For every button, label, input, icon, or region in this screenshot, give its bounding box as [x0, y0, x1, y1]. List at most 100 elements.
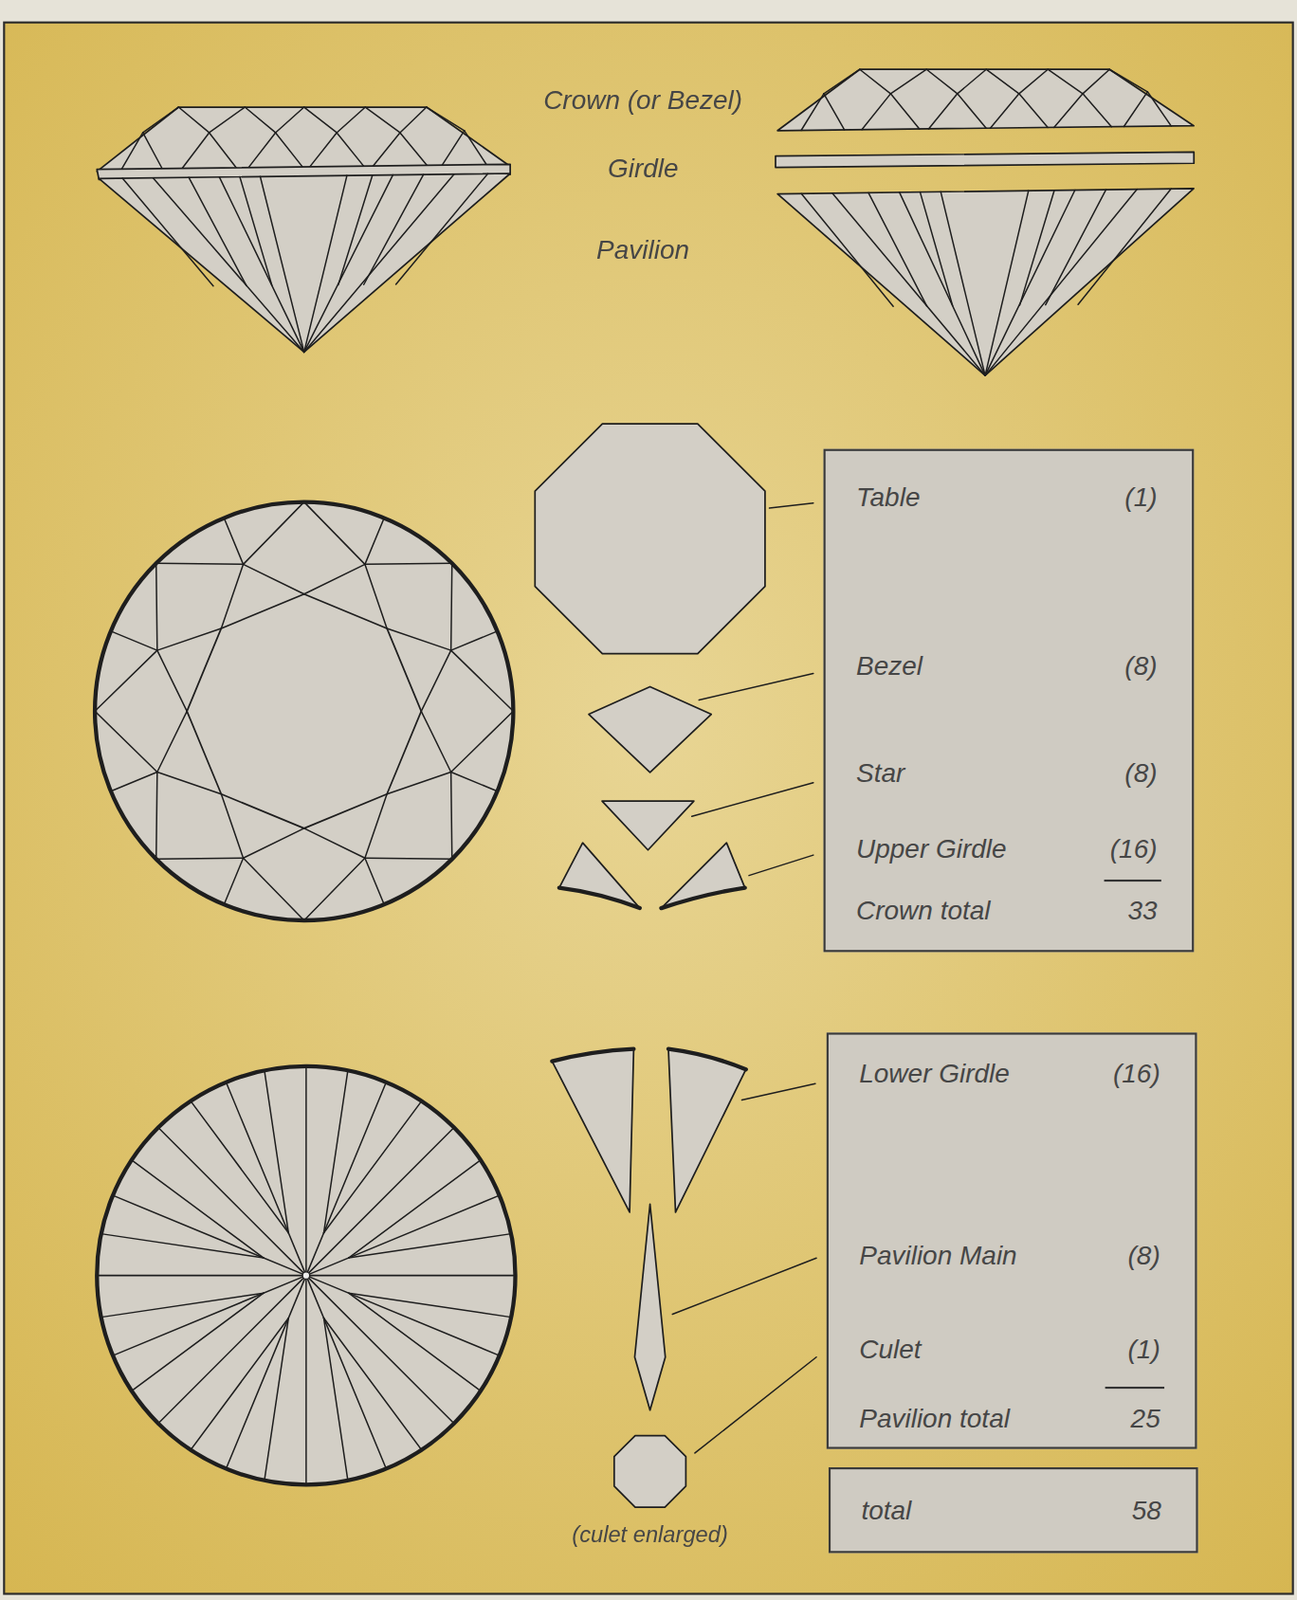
facet-name: total	[860, 1495, 912, 1528]
crown-facet-line	[365, 794, 387, 859]
crown-facet-line	[143, 107, 180, 133]
pavilion-facet-line	[306, 1276, 500, 1356]
pavilion-facet-line	[131, 1293, 264, 1391]
crown-facet-line	[464, 130, 489, 167]
crown-facet-line	[386, 628, 452, 651]
leader-line	[694, 1357, 817, 1454]
crown-facet-line	[304, 502, 366, 566]
crown-facet-line	[157, 711, 187, 772]
crown-facet-line	[156, 563, 244, 565]
pavilion-facet-line	[323, 1070, 348, 1233]
crown-facet-line	[1082, 93, 1112, 128]
facet-count: 58	[1132, 1495, 1162, 1528]
crown-facet-line	[1123, 91, 1148, 128]
crown-facet-line	[451, 772, 453, 860]
girdle-outline	[94, 502, 513, 921]
crown-facet-line	[1047, 69, 1083, 94]
crown-facet-line	[308, 132, 337, 169]
diamond-exploded-view	[775, 69, 1194, 376]
crown-facet-line	[223, 858, 243, 905]
lower-girdle-shape	[551, 1049, 634, 1213]
crown-facet-line	[336, 132, 366, 168]
crown-facet-line	[371, 132, 401, 168]
crown-facet-line	[451, 563, 453, 651]
pavilion-facet-line	[348, 1293, 481, 1391]
crown-facet-line	[181, 132, 210, 171]
leader-line	[672, 1258, 817, 1315]
pavilion-facet-line	[801, 193, 894, 307]
pavilion-facet-line	[122, 178, 214, 287]
pavilion-facet-line	[225, 1276, 306, 1470]
pavilion-facet-line	[264, 1317, 289, 1480]
pavilion-facet-line	[305, 1276, 307, 1486]
girdle-edge	[551, 1049, 634, 1062]
crown-facet-line	[243, 502, 305, 566]
crown-facet-line	[246, 132, 275, 170]
crown-facet-line	[243, 828, 305, 859]
facet-count: (8)	[1128, 1240, 1161, 1273]
pavilion-facet-line	[323, 1317, 348, 1480]
facet-name: Pavilion Main	[858, 1240, 1017, 1273]
crown-facet-line	[1054, 93, 1083, 128]
pavilion-facet-line	[112, 1195, 307, 1276]
pavilion-facet-line	[96, 1275, 307, 1277]
star-shape	[602, 801, 695, 851]
pavilion-facet-line	[1077, 188, 1171, 305]
facet-name: Pavilion total	[858, 1403, 1010, 1436]
pavilion-facet-line	[101, 1293, 264, 1317]
facet-count: (8)	[1124, 757, 1157, 790]
facet-name: Star	[856, 757, 905, 790]
crown-facet-line	[275, 132, 305, 169]
culet-point	[302, 1272, 311, 1280]
facet-name: Crown total	[856, 895, 991, 928]
crown-facet-line	[304, 828, 366, 859]
crown-facet-line	[275, 107, 305, 133]
crown-facet-line	[451, 772, 498, 792]
crown-facet-line	[220, 794, 243, 859]
crown-facet-line	[157, 628, 222, 651]
facet-count-table: Table(1)Bezel(8)Star(8)Upper Girdle(16)C…	[823, 449, 1195, 953]
facet-count: (16)	[1110, 834, 1158, 867]
pavilion-facet-line	[868, 192, 928, 307]
pavilion-facet-line	[188, 177, 247, 286]
crown-facet-line	[94, 650, 158, 712]
pavilion-outline	[98, 173, 511, 352]
table-shape	[534, 423, 766, 655]
facet-name: Bezel	[856, 650, 923, 683]
crown-facet-line	[1109, 69, 1148, 92]
pavilion-facet-line	[304, 174, 455, 353]
pavilion-facet-line	[1045, 189, 1107, 306]
culet-shape	[614, 1436, 687, 1509]
facet-count: 33	[1127, 895, 1157, 928]
crown-facet-line	[336, 107, 366, 133]
pavilion-facet-line	[306, 1275, 516, 1277]
pavilion-facet-line	[832, 193, 986, 376]
pavilion-facet-line	[305, 1066, 307, 1277]
pavilion-facet-line	[396, 173, 489, 285]
facet-count-table: Lower Girdle(16)Pavilion Main(8)Culet(1)…	[826, 1032, 1198, 1449]
crown-facet-line	[400, 132, 429, 168]
diamond-side-view	[96, 107, 511, 352]
pavilion-facet-line	[190, 1101, 289, 1234]
pavilion-facet-line	[348, 1293, 512, 1317]
facet-count: (1)	[1128, 1333, 1161, 1367]
facet-shapes	[534, 423, 817, 1508]
sum-rule	[1104, 879, 1162, 882]
crown-facet-line	[451, 650, 514, 712]
facet-count: (1)	[1124, 481, 1157, 514]
crown-facet-line	[420, 711, 451, 772]
pavilion-facet-line	[899, 192, 986, 376]
crown-facet-line	[957, 69, 987, 94]
girdle-edge	[668, 1049, 747, 1071]
crown-facet-line	[220, 564, 243, 629]
pavilion-facet-line	[190, 1317, 289, 1450]
leader-line	[698, 673, 814, 700]
pavilion-facet-line	[306, 1082, 386, 1277]
pavilion-facet-line	[225, 1082, 306, 1277]
crown-facet-line	[386, 772, 452, 795]
facet-name: Upper Girdle	[856, 834, 1007, 867]
facet-count: 25	[1131, 1403, 1161, 1436]
crown-facet-line	[926, 69, 958, 94]
